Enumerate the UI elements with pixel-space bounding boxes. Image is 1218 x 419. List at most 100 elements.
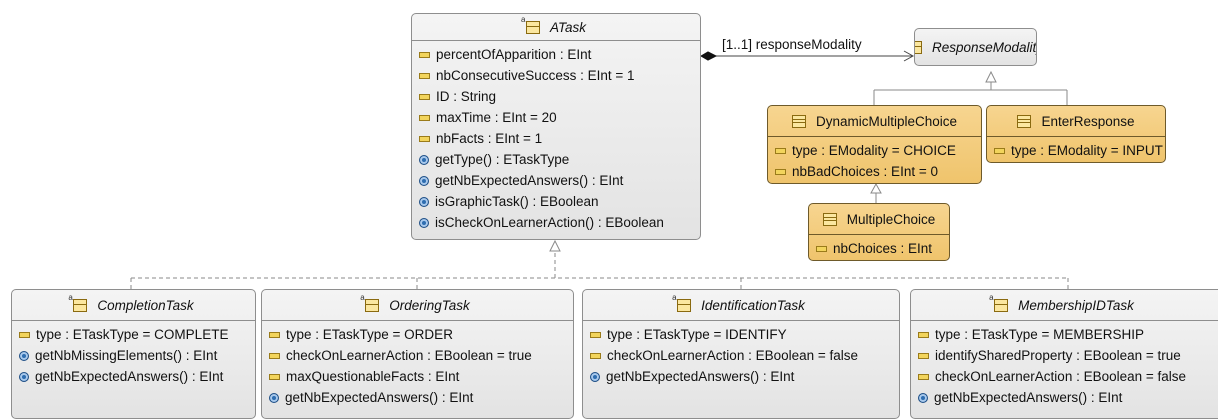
operation-row[interactable]: isGraphicTask() : EBoolean: [412, 191, 700, 212]
operation-row[interactable]: getNbExpectedAnswers() : EInt: [262, 387, 573, 408]
generalization-arrowhead-response-modality: [985, 70, 997, 83]
class-name: OrderingTask: [389, 297, 470, 313]
attribute-row[interactable]: type : EModality = CHOICE: [768, 140, 981, 161]
attribute-icon: [19, 331, 30, 338]
abstract-class-icon: [68, 293, 88, 312]
attribute-icon: [419, 135, 430, 142]
class-body: type : ETaskType = MEMBERSHIP identifySh…: [911, 321, 1218, 408]
class-header: ResponseModality: [915, 29, 1036, 65]
abstract-class-icon: [989, 293, 1009, 312]
class-dynamic-multiple-choice[interactable]: DynamicMultipleChoice type : EModality =…: [767, 105, 982, 184]
association-arrowhead: [903, 50, 915, 62]
attribute-icon: [269, 331, 280, 338]
class-body: nbChoices : EInt: [809, 235, 949, 259]
attribute-icon: [775, 168, 786, 175]
attribute-text: checkOnLearnerAction : EBoolean = false: [607, 348, 859, 363]
class-name: DynamicMultipleChoice: [815, 113, 958, 129]
class-identification-task[interactable]: IdentificationTask type : ETaskType = ID…: [582, 289, 900, 419]
class-membership-id-task[interactable]: MembershipIDTask type : ETaskType = MEMB…: [910, 289, 1218, 419]
operation-row[interactable]: getType() : ETaskType: [412, 149, 700, 170]
attribute-text: checkOnLearnerAction : EBoolean = false: [935, 369, 1187, 384]
class-multiple-choice[interactable]: MultipleChoice nbChoices : EInt: [808, 203, 950, 261]
attribute-text: nbConsecutiveSuccess : EInt = 1: [436, 68, 635, 83]
attribute-row[interactable]: checkOnLearnerAction : EBoolean = false: [911, 366, 1218, 387]
class-icon: [791, 114, 806, 128]
operation-text: isCheckOnLearnerAction() : EBoolean: [435, 215, 664, 230]
attribute-text: nbBadChoices : EInt = 0: [792, 164, 938, 179]
generalization-arrowhead-multiple-choice: [870, 182, 882, 194]
attribute-row[interactable]: type : ETaskType = ORDER: [262, 324, 573, 345]
class-diagram-connectors: [1..1] responseModality: [130, 37, 1069, 289]
attribute-text: type : ETaskType = IDENTIFY: [607, 327, 787, 342]
operation-icon: [19, 371, 29, 382]
operation-icon: [918, 392, 928, 403]
operation-icon: [269, 392, 279, 403]
attribute-icon: [816, 245, 827, 252]
operation-row[interactable]: getNbExpectedAnswers() : EInt: [583, 366, 899, 387]
attribute-icon: [918, 352, 929, 359]
attribute-icon: [419, 114, 430, 121]
operation-icon: [419, 175, 429, 186]
operation-row[interactable]: getNbExpectedAnswers() : EInt: [12, 366, 255, 387]
operation-text: getNbMissingElements() : EInt: [35, 348, 218, 363]
attribute-row[interactable]: type : ETaskType = COMPLETE: [12, 324, 255, 345]
attribute-text: type : EModality = INPUT: [1011, 143, 1163, 158]
attribute-row[interactable]: ID : String: [412, 86, 700, 107]
class-name: ResponseModality: [931, 39, 1037, 55]
operation-icon: [419, 217, 429, 228]
attribute-row[interactable]: maxQuestionableFacts : EInt: [262, 366, 573, 387]
class-enter-response[interactable]: EnterResponse type : EModality = INPUT: [986, 105, 1166, 163]
operation-row[interactable]: getNbMissingElements() : EInt: [12, 345, 255, 366]
operation-text: getNbExpectedAnswers() : EInt: [35, 369, 224, 384]
attribute-row[interactable]: checkOnLearnerAction : EBoolean = true: [262, 345, 573, 366]
attribute-row[interactable]: type : ETaskType = MEMBERSHIP: [911, 324, 1218, 345]
attribute-row[interactable]: nbBadChoices : EInt = 0: [768, 161, 981, 182]
class-completion-task[interactable]: CompletionTask type : ETaskType = COMPLE…: [11, 289, 256, 419]
class-ordering-task[interactable]: OrderingTask type : ETaskType = ORDER ch…: [261, 289, 574, 419]
class-header: EnterResponse: [987, 106, 1165, 137]
generalization-response-modality: [873, 82, 1068, 105]
operation-text: getNbExpectedAnswers() : EInt: [435, 173, 624, 188]
attribute-text: nbChoices : EInt: [833, 241, 933, 256]
class-body: type : EModality = INPUT: [987, 137, 1165, 161]
attribute-text: type : ETaskType = ORDER: [286, 327, 453, 342]
operation-text: isGraphicTask() : EBoolean: [435, 194, 599, 209]
class-response-modality[interactable]: ResponseModality: [914, 28, 1037, 66]
class-header: OrderingTask: [262, 290, 573, 321]
attribute-text: maxQuestionableFacts : EInt: [286, 369, 460, 384]
operation-row[interactable]: isCheckOnLearnerAction() : EBoolean: [412, 212, 700, 233]
class-name: MultipleChoice: [846, 211, 936, 227]
attribute-row[interactable]: nbChoices : EInt: [809, 238, 949, 259]
abstract-class-icon: [672, 293, 692, 312]
operation-icon: [590, 371, 600, 382]
attribute-text: maxTime : EInt = 20: [436, 110, 557, 125]
composition-diamond: [699, 51, 718, 61]
class-header: ATask: [412, 14, 700, 41]
attribute-row[interactable]: identifySharedProperty : EBoolean = true: [911, 345, 1218, 366]
operation-row[interactable]: getNbExpectedAnswers() : EInt: [412, 170, 700, 191]
class-icon: [1017, 114, 1032, 128]
attribute-icon: [419, 93, 430, 100]
abstract-class-icon: [360, 293, 380, 312]
class-body: type : EModality = CHOICE nbBadChoices :…: [768, 137, 981, 182]
association-label-response-modality: [1..1] responseModality: [722, 37, 862, 52]
attribute-row[interactable]: nbFacts : EInt = 1: [412, 128, 700, 149]
operation-icon: [419, 196, 429, 207]
attribute-icon: [590, 352, 601, 359]
attribute-row[interactable]: type : ETaskType = IDENTIFY: [583, 324, 899, 345]
class-header: DynamicMultipleChoice: [768, 106, 981, 137]
operation-text: getNbExpectedAnswers() : EInt: [934, 390, 1123, 405]
attribute-row[interactable]: percentOfApparition : EInt: [412, 44, 700, 65]
operation-icon: [419, 154, 429, 165]
operation-row[interactable]: getNbExpectedAnswers() : EInt: [911, 387, 1218, 408]
attribute-row[interactable]: type : EModality = INPUT: [987, 140, 1165, 161]
abstract-class-icon: [521, 15, 540, 34]
class-atask[interactable]: ATask percentOfApparition : EInt nbConse…: [411, 13, 701, 240]
attribute-row[interactable]: checkOnLearnerAction : EBoolean = false: [583, 345, 899, 366]
attribute-icon: [590, 331, 601, 338]
attribute-text: checkOnLearnerAction : EBoolean = true: [286, 348, 532, 363]
attribute-row[interactable]: nbConsecutiveSuccess : EInt = 1: [412, 65, 700, 86]
attribute-row[interactable]: maxTime : EInt = 20: [412, 107, 700, 128]
class-header: IdentificationTask: [583, 290, 899, 321]
class-name: MembershipIDTask: [1018, 297, 1134, 313]
